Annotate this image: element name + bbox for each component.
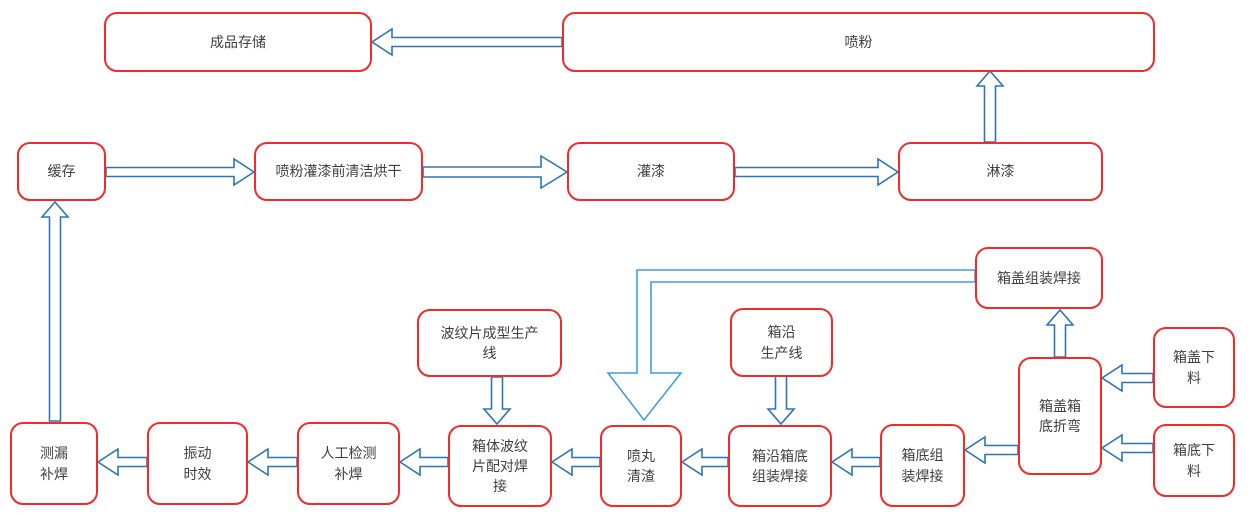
node-lid-bottom-bending: 箱盖箱 底折弯 <box>1018 357 1102 475</box>
node-rim-bottom-assembly-weld: 箱沿箱底 组装焊接 <box>728 425 832 507</box>
arrow-buffer-to-preclean <box>105 157 256 187</box>
node-paint-filling: 灌漆 <box>567 142 735 201</box>
node-label: 灌漆 <box>637 163 665 180</box>
node-label: 缓存 <box>47 163 76 180</box>
arrow-preclean-to-paintfill <box>422 154 569 190</box>
node-buffer: 缓存 <box>17 142 106 201</box>
arrow-bending-to-lidweld <box>1045 308 1075 358</box>
node-label: 箱底组 装焊接 <box>901 447 944 484</box>
node-label: 测漏 补焊 <box>40 445 68 482</box>
node-bottom-blanking: 箱底下 料 <box>1153 424 1235 497</box>
node-label: 箱盖箱 底折弯 <box>1039 397 1081 434</box>
arrow-drench-to-powder <box>975 69 1005 143</box>
arrow-bending-to-bottomweld <box>963 435 1019 465</box>
node-label: 人工检测 补焊 <box>320 445 377 482</box>
arrow-corrugatedline-to-pairweld <box>482 376 512 426</box>
arrow-leaktest-to-buffer <box>40 200 70 422</box>
node-powder-coating: 喷粉 <box>562 12 1155 72</box>
node-label: 波纹片成型生产 线 <box>440 324 539 361</box>
node-paint-drenching: 淋漆 <box>898 142 1103 201</box>
node-label: 喷粉灌漆前清洁烘干 <box>275 163 402 180</box>
arrow-shotblast-to-pairweld <box>550 447 601 477</box>
node-label: 箱体波纹 片配对焊 接 <box>472 437 528 495</box>
node-label: 成品存储 <box>210 33 266 50</box>
node-leak-test-repair-weld: 测漏 补焊 <box>10 422 98 505</box>
node-label: 箱底下 料 <box>1173 442 1215 479</box>
node-label: 箱沿箱底 组装焊接 <box>752 447 808 484</box>
arrow-powder-to-storage <box>370 27 563 57</box>
arrow-paintfill-to-drench <box>734 157 900 187</box>
node-label: 箱盖组装焊接 <box>997 269 1081 286</box>
node-box-rim-line: 箱沿 生产线 <box>730 308 833 377</box>
arrow-lidblank-to-bending <box>1100 363 1154 393</box>
node-label: 喷丸 清渣 <box>627 447 655 484</box>
node-lid-blanking: 箱盖下 料 <box>1153 327 1235 408</box>
arrow-rimweld-to-shotblast <box>680 447 729 477</box>
arrow-vibration-to-leaktest <box>96 447 148 477</box>
arrow-rimline-to-rimweld <box>766 374 796 426</box>
node-label: 箱沿 生产线 <box>760 324 803 361</box>
arrow-inspect-to-vibration <box>246 447 298 477</box>
node-corrugated-sheet-line: 波纹片成型生产 线 <box>417 309 562 377</box>
node-pre-clean-dry: 喷粉灌漆前清洁烘干 <box>254 142 423 201</box>
node-label: 喷粉 <box>844 33 873 50</box>
node-body-corrugated-pairing-weld: 箱体波纹 片配对焊 接 <box>448 425 552 507</box>
node-finished-storage: 成品存储 <box>104 12 372 72</box>
node-vibration-aging: 振动 时效 <box>147 422 248 505</box>
node-bottom-assembly-weld: 箱底组 装焊接 <box>880 424 965 507</box>
node-lid-assembly-weld: 箱盖组装焊接 <box>975 247 1103 309</box>
arrow-lidweld-to-shotblast-elbow <box>606 269 976 422</box>
arrow-bottomblank-to-bending <box>1100 433 1154 463</box>
node-label: 淋漆 <box>986 163 1015 180</box>
arrow-pairweld-to-inspect <box>398 447 449 477</box>
node-label: 振动 时效 <box>183 445 212 482</box>
node-label: 箱盖下 料 <box>1173 349 1215 386</box>
node-manual-inspection-repair-weld: 人工检测 补焊 <box>297 422 400 505</box>
arrow-bottomweld-to-rimweld <box>830 447 881 477</box>
node-shot-blasting-cleaning: 喷丸 清渣 <box>600 425 682 507</box>
